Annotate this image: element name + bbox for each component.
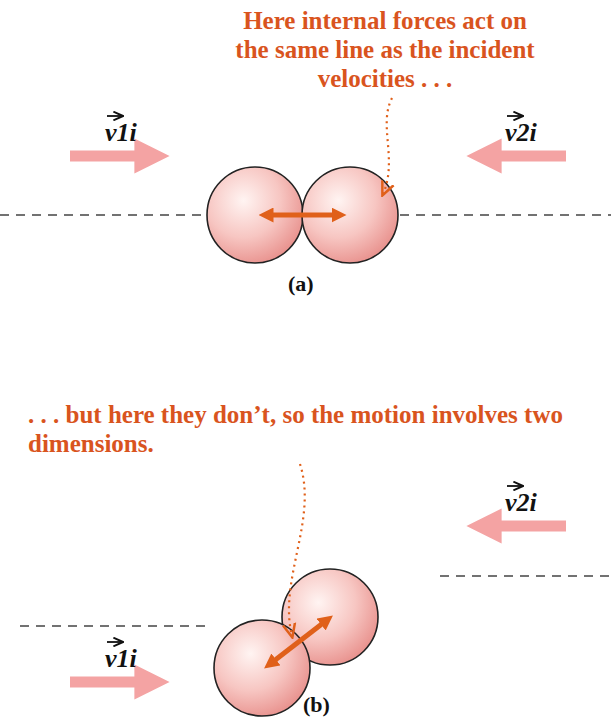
leader-line <box>383 98 392 194</box>
leader-line <box>289 464 305 636</box>
vector-arrow <box>107 115 122 117</box>
velocity-arrow <box>70 151 152 162</box>
vector-arrow <box>507 115 522 117</box>
velocity-symbol: v2i <box>505 120 537 146</box>
vector-arrow <box>507 485 522 487</box>
force-arrow <box>266 213 339 218</box>
velocity-symbol: v2i <box>505 490 537 516</box>
ball <box>214 620 310 716</box>
velocity-symbol: v1i <box>105 646 137 672</box>
part-label: (b) <box>303 693 330 717</box>
part-label: (a) <box>288 272 314 296</box>
callout-note: Here internal forces act on the same lin… <box>232 6 538 93</box>
velocity-arrow <box>484 521 566 532</box>
force-arrow <box>270 620 327 664</box>
velocity-symbol: v1i <box>105 120 137 146</box>
velocity-arrow <box>70 677 152 688</box>
callout-note: . . . but here they don’t, so the motion… <box>28 400 600 458</box>
velocity-arrow <box>484 151 566 162</box>
vector-arrow <box>107 641 122 643</box>
dashed-axis <box>0 214 611 216</box>
